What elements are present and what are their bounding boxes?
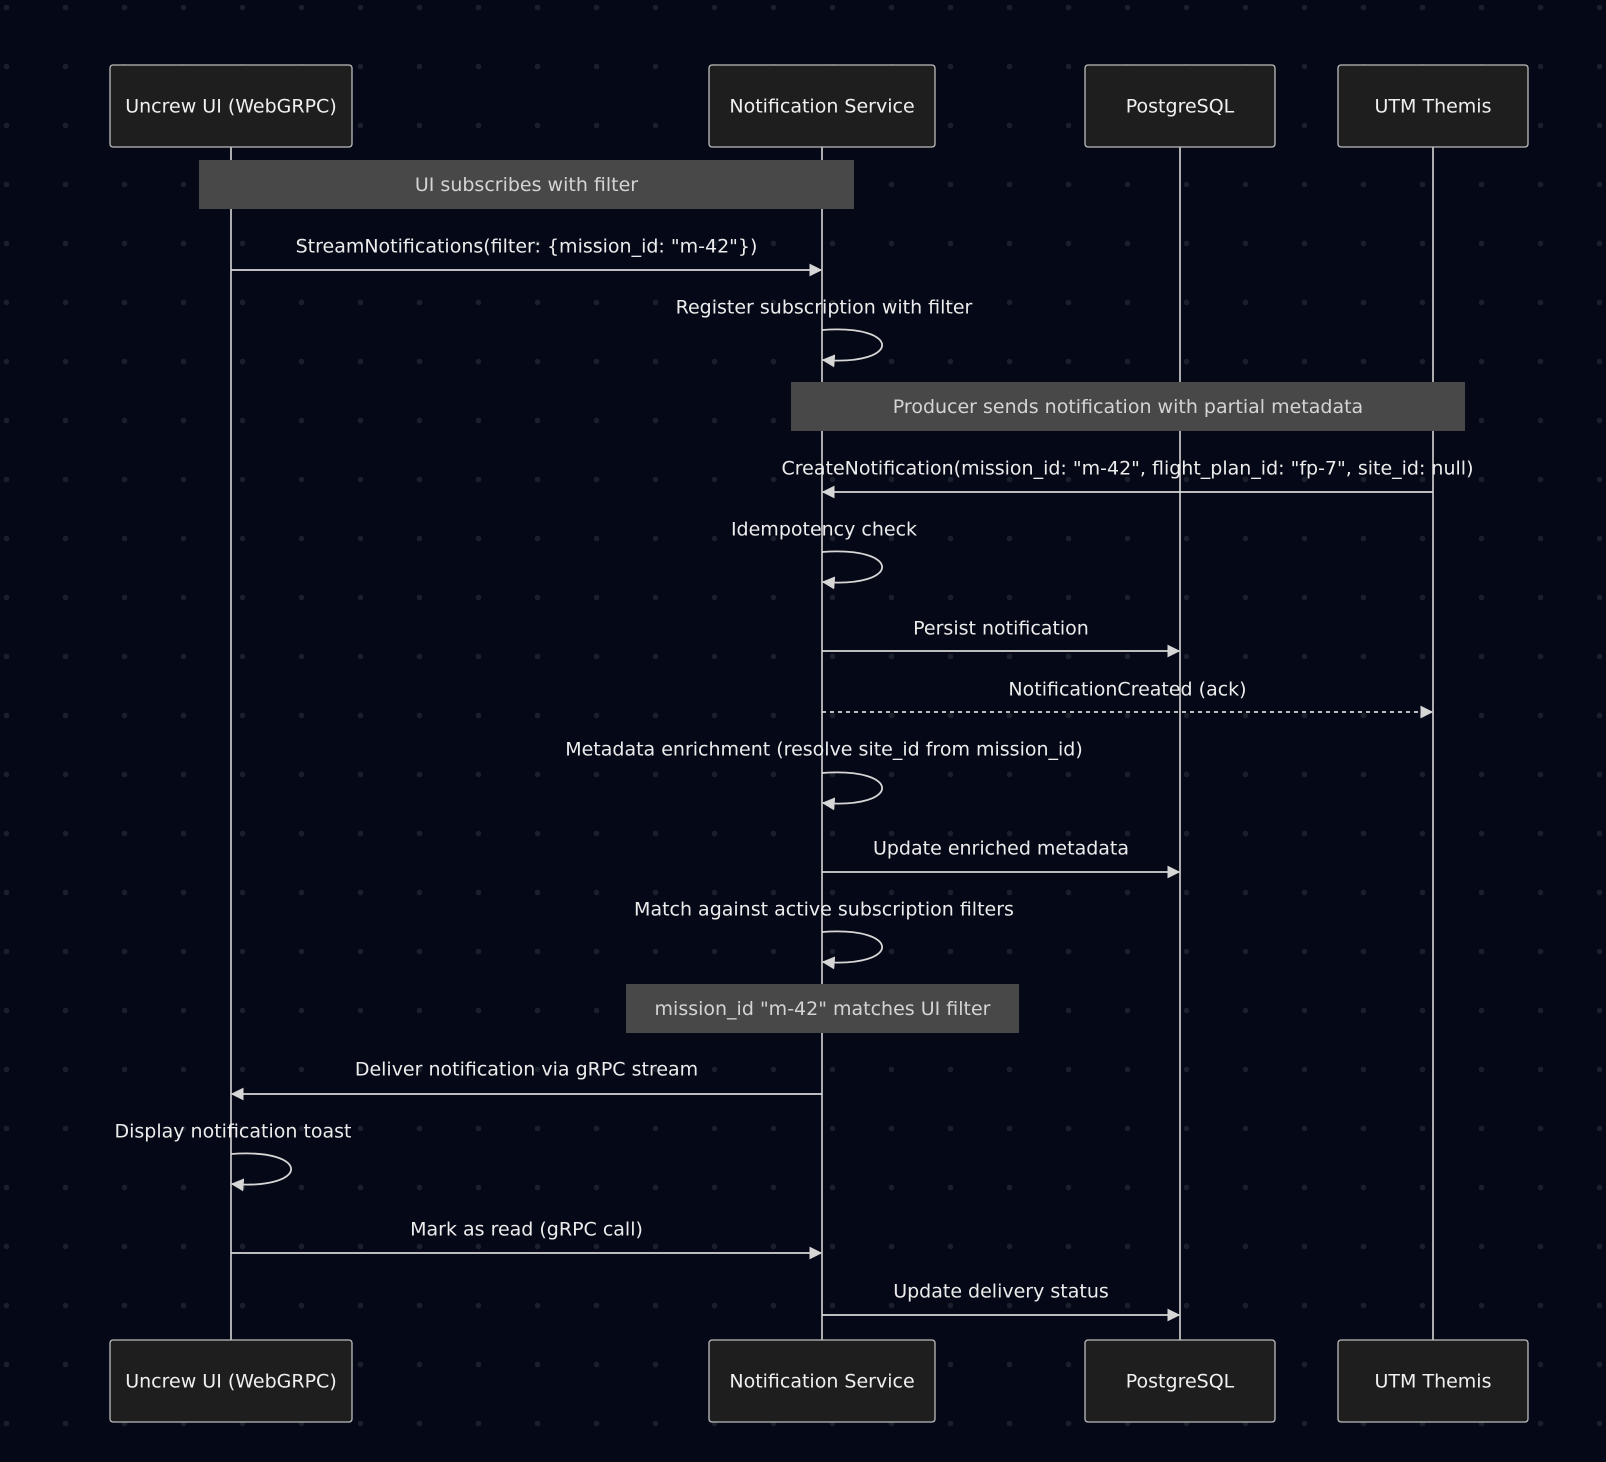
self-message-arrow	[821, 328, 883, 368]
participant-label: Uncrew UI (WebGRPC)	[125, 1371, 337, 1393]
note-text: Producer sends notification with partial…	[893, 396, 1363, 418]
message-label: StreamNotifications(filter: {mission_id:…	[296, 236, 758, 258]
participant-label: UTM Themis	[1375, 1371, 1492, 1393]
message-label: Update enriched metadata	[873, 838, 1129, 860]
message: Register subscription with filter	[676, 297, 973, 368]
message: Deliver notification via gRPC stream	[230, 1059, 822, 1101]
note-text: mission_id "m-42" matches UI filter	[655, 998, 991, 1020]
participant-ui-bottom: Uncrew UI (WebGRPC)	[109, 1339, 353, 1423]
participant-label: PostgreSQL	[1126, 1371, 1235, 1393]
participant-label: UTM Themis	[1375, 96, 1492, 118]
message: NotificationCreated (ack)	[822, 679, 1434, 719]
message-label: NotificationCreated (ack)	[1008, 679, 1246, 701]
self-message-arrow	[821, 771, 883, 811]
note-box	[199, 160, 854, 209]
message-label: Match against active subscription filter…	[634, 899, 1014, 921]
message-label: Mark as read (gRPC call)	[410, 1219, 643, 1241]
self-message-arrow	[821, 550, 883, 590]
message: Update enriched metadata	[822, 838, 1181, 879]
message: Idempotency check	[731, 519, 917, 590]
self-message-arrow	[821, 930, 883, 970]
message-label: Register subscription with filter	[676, 297, 973, 319]
note: UI subscribes with filter	[199, 160, 854, 209]
message: Display notification toast	[114, 1121, 352, 1192]
message: Metadata enrichment (resolve site_id fro…	[565, 739, 1083, 811]
message: Update delivery status	[822, 1281, 1181, 1322]
self-message-arrow	[230, 1152, 292, 1192]
note-box	[791, 382, 1465, 431]
participant-utm-top: UTM Themis	[1337, 64, 1529, 148]
participant-ns-bottom: Notification Service	[708, 1339, 936, 1423]
message-label: Persist notification	[913, 618, 1089, 640]
note: Producer sends notification with partial…	[791, 382, 1465, 431]
message-label: Deliver notification via gRPC stream	[355, 1059, 698, 1081]
note-box	[626, 984, 1019, 1033]
message: CreateNotification(mission_id: "m-42", f…	[782, 458, 1474, 499]
participant-label: Notification Service	[729, 96, 914, 118]
message: Mark as read (gRPC call)	[231, 1219, 823, 1260]
note: mission_id "m-42" matches UI filter	[626, 984, 1019, 1033]
participant-ui-top: Uncrew UI (WebGRPC)	[109, 64, 353, 148]
participant-label: PostgreSQL	[1126, 96, 1235, 118]
message-label: Display notification toast	[114, 1121, 351, 1143]
message: StreamNotifications(filter: {mission_id:…	[231, 236, 823, 277]
participant-utm-bottom: UTM Themis	[1337, 1339, 1529, 1423]
participant-pg-bottom: PostgreSQL	[1084, 1339, 1276, 1423]
participant-label: Notification Service	[729, 1371, 914, 1393]
participant-label: Uncrew UI (WebGRPC)	[125, 96, 337, 118]
message-label: Metadata enrichment (resolve site_id fro…	[565, 739, 1083, 761]
participant-ns-top: Notification Service	[708, 64, 936, 148]
message: Match against active subscription filter…	[634, 899, 1014, 970]
message: Persist notification	[822, 618, 1181, 658]
note-text: UI subscribes with filter	[415, 174, 638, 196]
message-label: Update delivery status	[893, 1281, 1109, 1303]
message-label: CreateNotification(mission_id: "m-42", f…	[782, 458, 1474, 480]
participant-pg-top: PostgreSQL	[1084, 64, 1276, 148]
message-label: Idempotency check	[731, 519, 917, 541]
